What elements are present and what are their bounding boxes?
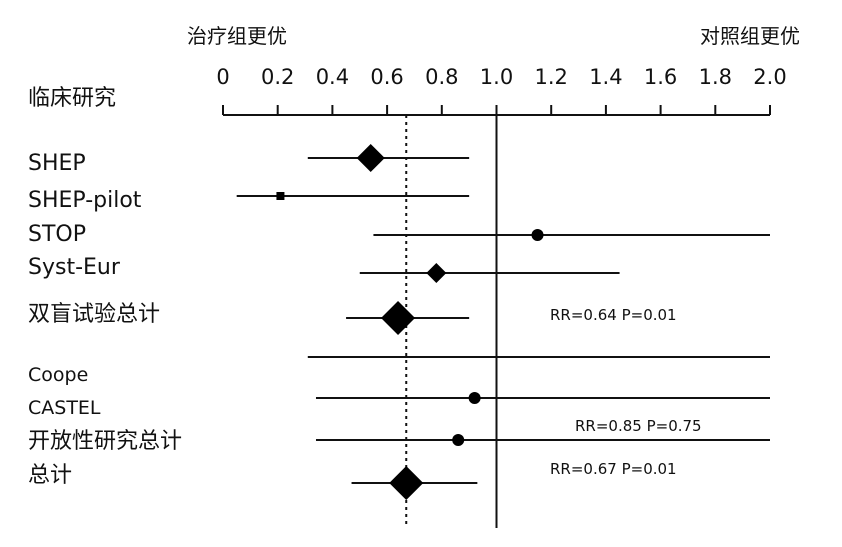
row-label: Syst-Eur xyxy=(28,255,121,280)
x-tick-label: 1.4 xyxy=(589,65,622,89)
point-estimate-marker xyxy=(531,229,544,241)
x-tick-label: 0.8 xyxy=(425,65,458,89)
point-estimate-marker xyxy=(468,392,481,404)
x-tick-label: 1.0 xyxy=(480,65,513,89)
point-estimate-diamond xyxy=(426,263,447,283)
row-label: Coope xyxy=(28,364,88,386)
left-favor-header: 治疗组更优 xyxy=(187,24,287,48)
x-tick-label: 1.6 xyxy=(644,65,677,89)
row-label: SHEP xyxy=(28,151,86,176)
point-estimate-diamond xyxy=(389,466,424,500)
row-label: CASTEL xyxy=(28,397,101,419)
row-label: 开放性研究总计 xyxy=(28,429,182,454)
row-label: SHEP-pilot xyxy=(28,188,142,213)
x-axis: 0 0.2 0.4 0.6 0.8 1.0 1.2 1.4 1.6 1.8 2.0 xyxy=(216,65,787,116)
point-estimate-marker xyxy=(452,434,465,446)
x-tick-label: 0 xyxy=(216,65,229,89)
reference-lines xyxy=(405,115,498,528)
point-estimate-diamond xyxy=(381,301,416,335)
rr-annotation: RR=0.67 P=0.01 xyxy=(550,460,677,478)
row-label: 双盲试验总计 xyxy=(28,302,160,327)
row-label: STOP xyxy=(28,222,86,247)
x-tick-label: 1.2 xyxy=(534,65,567,89)
x-tick-label: 2.0 xyxy=(753,65,786,89)
x-tick-label: 0.6 xyxy=(370,65,403,89)
point-estimate-square xyxy=(276,192,285,200)
x-tick-label: 1.8 xyxy=(699,65,732,89)
point-estimate-diamond xyxy=(356,144,385,172)
rr-annotation: RR=0.85 P=0.75 xyxy=(575,417,702,435)
right-favor-header: 对照组更优 xyxy=(700,24,800,48)
x-tick-label: 0.2 xyxy=(261,65,294,89)
row-column-header: 临床研究 xyxy=(28,86,116,111)
row-label: 总计 xyxy=(28,463,72,488)
rr-annotation: RR=0.64 P=0.01 xyxy=(550,306,677,324)
x-tick-label: 0.4 xyxy=(316,65,349,89)
